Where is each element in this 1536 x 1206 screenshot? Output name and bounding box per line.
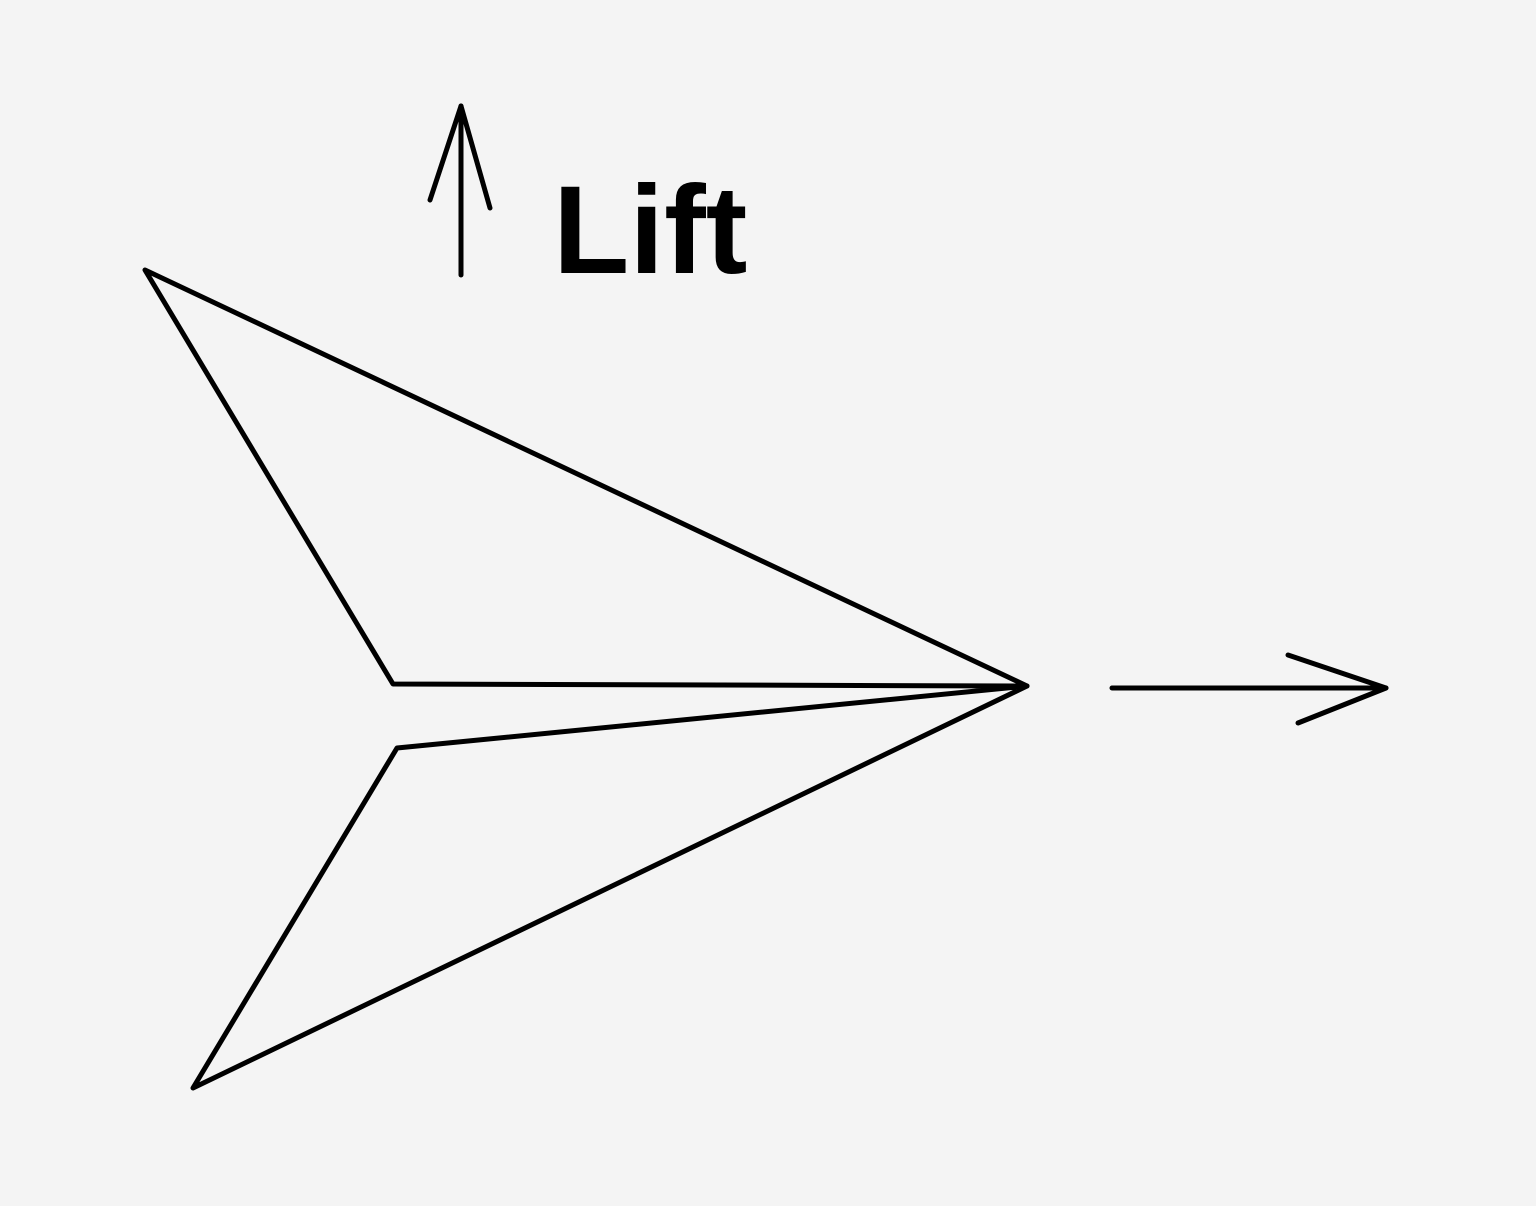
lift-label: Lift [553, 161, 747, 300]
lift-arrow-up-icon [427, 103, 493, 278]
thrust-arrow-right-icon [1109, 652, 1389, 726]
lower-wing [190, 683, 1030, 1091]
paper-airplane-icon [142, 267, 1030, 1091]
upper-wing [142, 267, 1030, 689]
